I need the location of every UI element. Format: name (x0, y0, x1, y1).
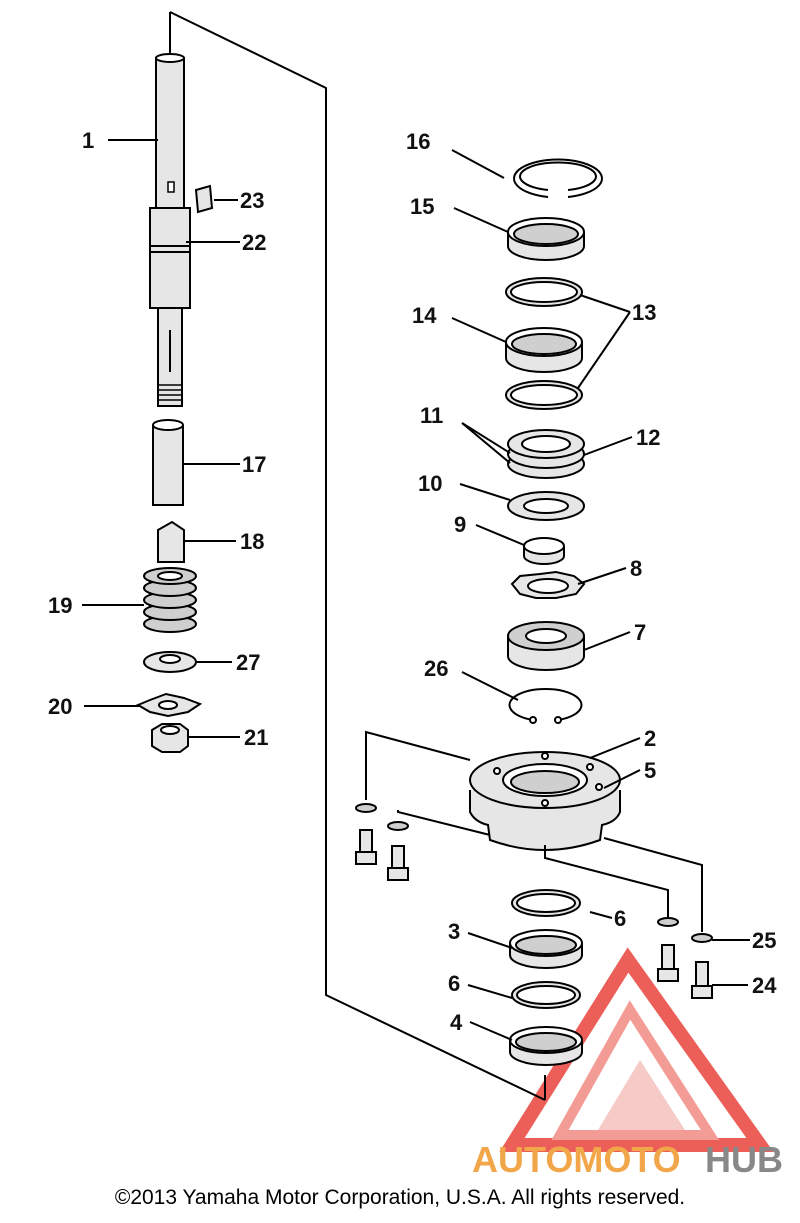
assembly-frame-line (169, 11, 546, 1101)
part-4-bushing (509, 1026, 583, 1066)
callout-label-20: 20 (48, 694, 72, 719)
callout-label-21: 21 (244, 725, 268, 750)
callout-label-19: 19 (48, 593, 72, 618)
callout-label-13: 13 (632, 300, 656, 325)
part-20-tab-washer (135, 692, 203, 718)
part-6-ring-upper (511, 889, 581, 917)
callout-label-11: 11 (420, 403, 443, 428)
part-26-circlip (508, 688, 583, 724)
callout-label-5: 5 (644, 758, 656, 783)
part-25-washer (691, 933, 713, 943)
part-19-spring (143, 567, 197, 633)
callout-label-10: 10 (418, 471, 442, 496)
part-27-washer (143, 651, 197, 673)
watermark-text-automoto: AUTOMOTO (472, 1139, 681, 1180)
callout-label-3: 3 (448, 919, 460, 944)
callout-label-16: 16 (406, 129, 430, 154)
callout-label-9: 9 (454, 512, 466, 537)
part-10-washer (507, 491, 585, 521)
callout-label-14: 14 (412, 303, 437, 328)
callout-label-17: 17 (242, 452, 266, 477)
callout-label-6-lower: 6 (448, 971, 460, 996)
callout-label-6-upper: 6 (614, 906, 626, 931)
part-8-lock-washer (510, 570, 586, 599)
callout-label-26: 26 (424, 656, 448, 681)
part-13-ring-upper (505, 277, 583, 307)
part-9-spacer (523, 537, 565, 565)
callout-label-23: 23 (240, 188, 264, 213)
part-3-race (509, 929, 583, 969)
callout-label-12: 12 (636, 425, 660, 450)
part-6-ring-lower (511, 981, 581, 1009)
part-14-bushing (505, 327, 583, 373)
part-21-nut (151, 723, 189, 753)
housing-bolt-right-a (657, 917, 679, 982)
watermark-text-hub: HUB (705, 1139, 783, 1180)
copyright-notice: ©2013 Yamaha Motor Corporation, U.S.A. A… (114, 1186, 686, 1209)
part-17-pin (152, 419, 184, 506)
bolt-leader-c (544, 845, 669, 918)
callout-leaders (82, 139, 750, 1041)
part-2-housing (469, 751, 621, 851)
callout-label-7: 7 (634, 620, 646, 645)
callout-label-27: 27 (236, 650, 260, 675)
callout-label-24: 24 (752, 973, 777, 998)
callout-label-2: 2 (644, 726, 656, 751)
callout-label-1: 1 (82, 128, 94, 153)
part-12-seal (507, 429, 585, 479)
callout-label-25: 25 (752, 928, 776, 953)
bolt-leader-d (603, 837, 703, 932)
part-7-bearing (507, 621, 585, 671)
housing-bolt-left-b (387, 821, 409, 881)
part-16-snap-ring (513, 158, 603, 198)
callout-label-22: 22 (242, 230, 266, 255)
part-24-bolt (691, 961, 713, 999)
callout-label-18: 18 (240, 529, 264, 554)
bolt-leader-b (397, 810, 491, 836)
housing-bolt-left-a (355, 803, 377, 865)
part-22-collar (149, 207, 191, 407)
part-15-ring (507, 217, 585, 261)
part-23-key (194, 184, 214, 214)
part-18-clip (157, 520, 185, 563)
bolt-leader-a (365, 730, 471, 800)
callout-label-8: 8 (630, 556, 642, 581)
callout-label-15: 15 (410, 194, 434, 219)
part-13-ring-lower (505, 380, 583, 410)
part-1-shaft (155, 53, 185, 209)
callout-label-4: 4 (450, 1010, 463, 1035)
